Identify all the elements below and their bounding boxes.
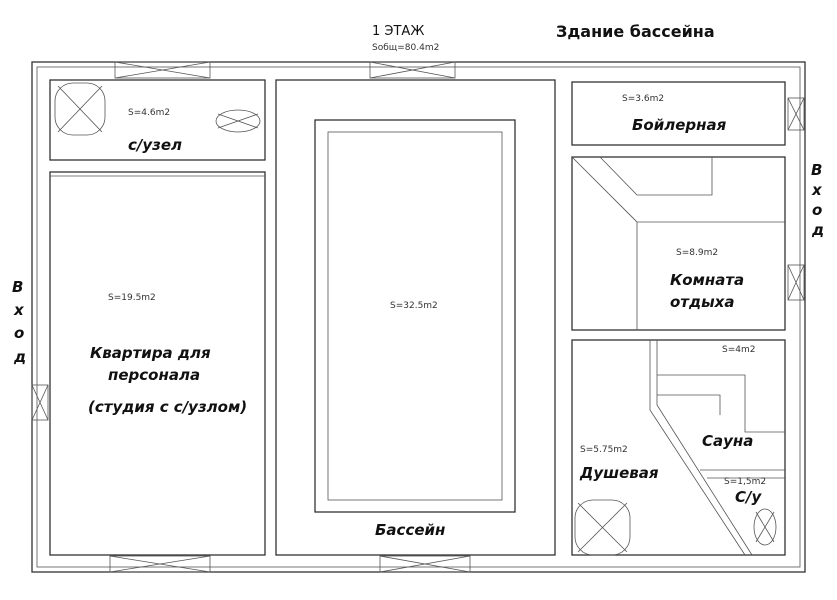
boiler-area: S=3.6m2 <box>622 94 664 104</box>
toilet-icon <box>753 508 777 546</box>
apartment-name-2: персонала <box>108 366 200 384</box>
wc1-name: с/узел <box>128 136 182 154</box>
entrance-right-label: В х о д <box>811 161 824 239</box>
lounge-name-1: Комната <box>670 271 744 289</box>
room-lounge <box>571 156 786 331</box>
svg-text:х: х <box>13 301 25 319</box>
pool-basin <box>314 119 516 513</box>
room-apartment <box>49 171 266 556</box>
window-icon <box>787 97 805 131</box>
window-icon <box>369 61 456 79</box>
apartment-area: S=19.5m2 <box>108 293 156 303</box>
svg-text:х: х <box>811 181 823 199</box>
apartment-note: (студия с с/узлом) <box>88 398 247 416</box>
shower-area: S=5.75m2 <box>580 445 628 455</box>
sauna-name: Сауна <box>702 432 753 450</box>
pool-name: Бассейн <box>375 521 445 539</box>
pool-area: S=32.5m2 <box>390 301 438 311</box>
boiler-name: Бойлерная <box>632 116 727 134</box>
window-icon <box>114 61 211 79</box>
floor-label: 1 ЭТАЖ <box>372 24 424 39</box>
outer-wall-inner <box>36 66 801 568</box>
fan-icon <box>54 82 106 136</box>
room-shower-sauna <box>571 339 786 556</box>
svg-text:о: о <box>14 324 24 342</box>
wc2-area: S=1,5m2 <box>724 477 766 487</box>
svg-text:В: В <box>811 161 822 179</box>
lounge-name-2: отдыха <box>670 293 734 311</box>
svg-text:д: д <box>13 348 26 366</box>
windows <box>31 61 805 573</box>
total-area: Sобщ=80.4m2 <box>372 43 439 53</box>
toilet-icon <box>215 109 261 133</box>
room-pool <box>275 79 556 556</box>
svg-text:д: д <box>811 221 824 239</box>
window-icon <box>787 264 805 301</box>
entrance-left-label: В х о д <box>12 278 26 366</box>
svg-text:о: о <box>812 201 822 219</box>
apartment-name-1: Квартира для <box>90 344 211 362</box>
svg-text:В: В <box>12 278 23 296</box>
page-title: Здание бассейна <box>556 22 715 41</box>
lounge-area: S=8.9m2 <box>676 248 718 258</box>
window-icon <box>31 384 49 421</box>
shower-name: Душевая <box>579 464 659 482</box>
wc1-area: S=4.6m2 <box>128 108 170 118</box>
sauna-area: S=4m2 <box>722 345 755 355</box>
window-icon <box>379 555 471 573</box>
shower-fan-icon <box>574 499 631 556</box>
window-icon <box>109 555 211 573</box>
wc2-name: С/у <box>735 488 762 506</box>
room-boiler <box>571 81 786 146</box>
room-wc1 <box>49 79 266 161</box>
